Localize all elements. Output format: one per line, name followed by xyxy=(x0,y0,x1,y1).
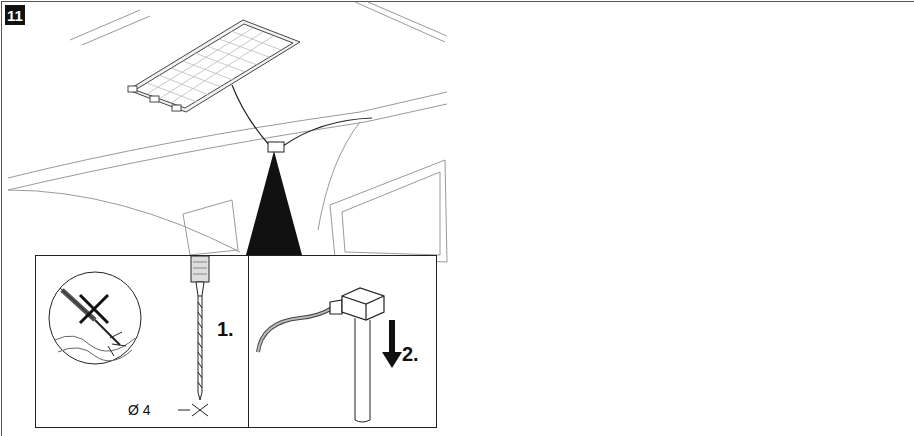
illustration-line xyxy=(207,46,257,65)
illustration-line xyxy=(82,16,150,45)
illustration-line xyxy=(178,410,190,411)
illustration-line xyxy=(198,296,202,400)
illustration-line xyxy=(1,1,914,2)
illustration-line xyxy=(8,92,447,178)
illustration-line xyxy=(330,300,342,314)
illustration-line xyxy=(248,256,249,428)
illustration-line xyxy=(342,288,384,320)
illustration-line xyxy=(342,296,384,320)
illustration-line xyxy=(1,1,2,436)
detail-inset xyxy=(36,256,437,429)
illustration-line xyxy=(342,172,440,255)
illustration-line xyxy=(171,36,273,103)
illustration-line xyxy=(159,32,263,99)
illustration-line xyxy=(108,332,126,356)
figure-number: 11 xyxy=(5,5,25,25)
illustration-line xyxy=(355,318,370,420)
illustration-line xyxy=(198,302,202,388)
illustration-line xyxy=(192,404,208,416)
illustration-line xyxy=(150,96,159,102)
illustration-line xyxy=(355,2,445,42)
solar-panel xyxy=(128,20,372,152)
illustration-line xyxy=(283,118,372,146)
drill-bit xyxy=(178,256,209,416)
illustration-line xyxy=(147,28,281,103)
illustration-line xyxy=(196,282,204,296)
illustration-line xyxy=(258,308,332,352)
illustration-line xyxy=(231,31,281,50)
vehicle-roof xyxy=(8,2,447,262)
illustration-line xyxy=(128,86,181,111)
illustration-line xyxy=(8,104,447,190)
illustration-line xyxy=(49,272,141,364)
illustration-line xyxy=(219,39,269,57)
wrong-drilling-detail xyxy=(49,272,141,364)
insert-arrow xyxy=(382,320,402,368)
illustration-line xyxy=(193,262,207,274)
illustration-line xyxy=(95,320,120,345)
illustration-line xyxy=(389,320,395,354)
step-number: 1. xyxy=(217,318,234,341)
illustration-line xyxy=(195,53,245,72)
node-text: 11 xyxy=(7,7,23,24)
illustration-line xyxy=(58,348,132,361)
zoom-wedge xyxy=(246,151,302,255)
illustration-line xyxy=(8,190,240,252)
illustration-line xyxy=(268,142,284,152)
illustration-line xyxy=(128,20,300,112)
illustration-line xyxy=(318,122,360,230)
illustration-line xyxy=(159,75,209,95)
illustration-line xyxy=(232,85,270,146)
illustration-line xyxy=(80,295,108,323)
illustration-line xyxy=(171,68,221,87)
illustration-line xyxy=(191,256,209,282)
illustration-line xyxy=(172,105,181,111)
illustration-line xyxy=(135,24,293,108)
illustration-line xyxy=(258,308,332,352)
drill-diameter: Ø 4 xyxy=(128,402,151,418)
illustration-line xyxy=(183,61,233,80)
step-number: 2. xyxy=(402,343,419,366)
illustration-line xyxy=(183,200,238,255)
illustration-line xyxy=(147,83,197,102)
illustration-line xyxy=(382,352,402,368)
illustration-line xyxy=(330,160,447,262)
illustration-line xyxy=(368,2,447,36)
cable-entry xyxy=(258,288,384,422)
illustration-line xyxy=(36,256,437,428)
illustration-line xyxy=(128,86,137,92)
illustration-line xyxy=(355,420,370,422)
